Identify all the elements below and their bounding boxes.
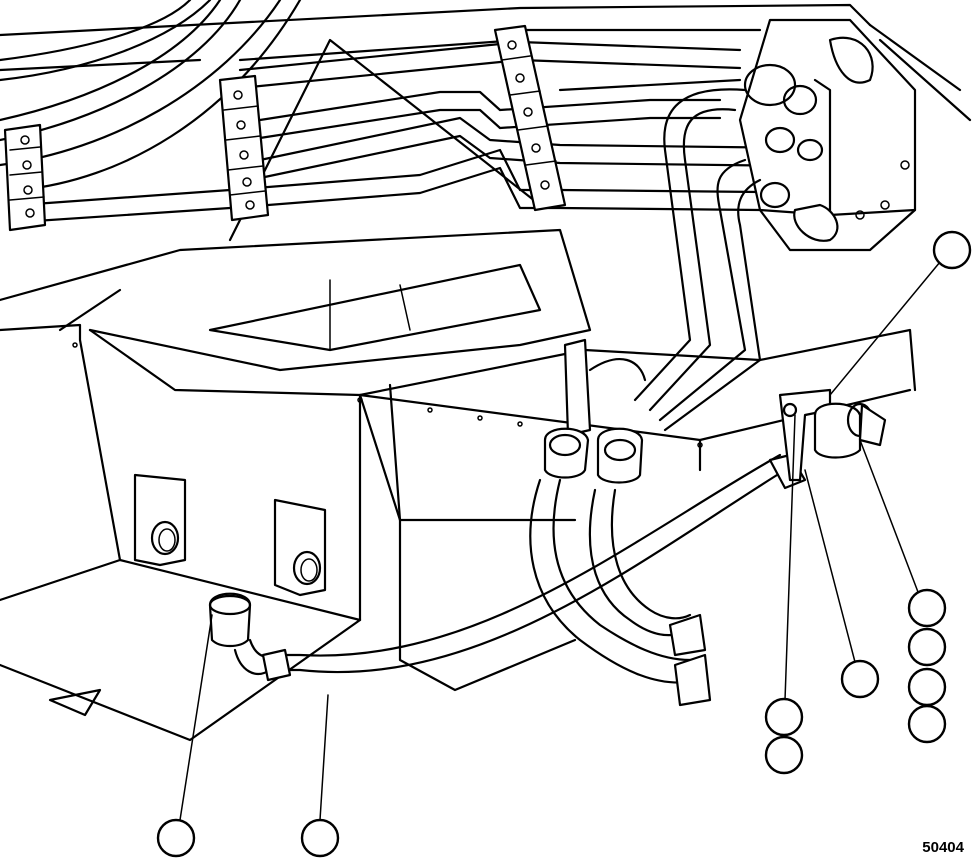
callout-8 bbox=[764, 735, 804, 775]
callout-4 bbox=[907, 667, 947, 707]
callout-6 bbox=[840, 659, 880, 699]
upper-frame-rails bbox=[0, 3, 972, 122]
figure-id-label: 50404 bbox=[922, 839, 964, 856]
valve-block bbox=[738, 18, 917, 252]
callout-5 bbox=[907, 704, 947, 744]
lower-housing bbox=[0, 323, 917, 742]
callout-1 bbox=[932, 230, 972, 270]
line-clamps bbox=[3, 24, 567, 232]
callout-10 bbox=[300, 818, 340, 858]
long-hose bbox=[208, 453, 807, 682]
vertical-hoses bbox=[563, 88, 762, 437]
mounting-lugs bbox=[133, 473, 327, 597]
leader-lines bbox=[179, 261, 941, 821]
upper-hydraulic-lines bbox=[0, 0, 802, 224]
callout-9 bbox=[156, 818, 196, 858]
center-fittings bbox=[529, 427, 712, 707]
callout-3 bbox=[907, 627, 947, 667]
callout-7 bbox=[764, 697, 804, 737]
callout-2 bbox=[907, 588, 947, 628]
callout-balloons bbox=[156, 230, 972, 858]
bulkhead-bracket bbox=[778, 388, 887, 482]
